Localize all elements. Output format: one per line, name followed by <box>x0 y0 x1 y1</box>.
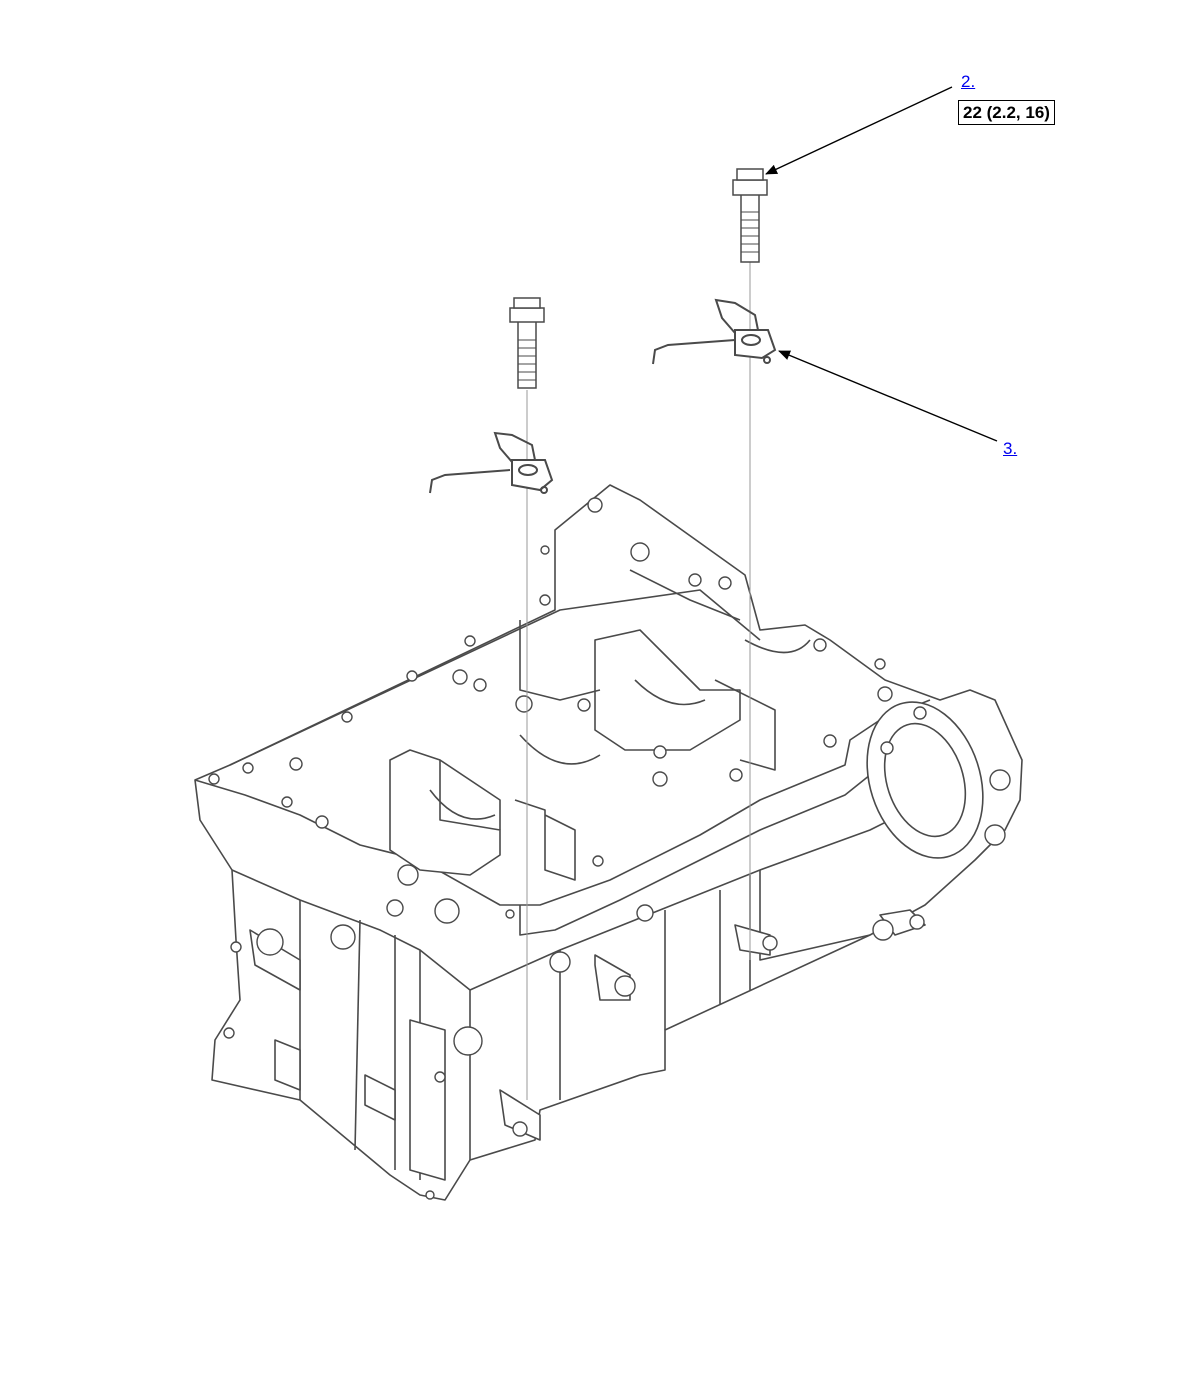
leader-line-oil-jet <box>778 350 998 442</box>
leader-lines <box>765 86 998 442</box>
callout-link-bolt[interactable]: 2. <box>961 72 976 91</box>
oil-jet-right <box>652 298 777 365</box>
leader-line-bolt <box>765 86 953 175</box>
cylinder-block <box>194 484 1023 1201</box>
alignment-lines <box>526 262 751 1100</box>
torque-spec-box: 22 (2.2, 16) <box>958 100 1055 125</box>
callout-link-oil-jet[interactable]: 3. <box>1003 439 1018 458</box>
bolt-right <box>732 168 768 263</box>
bolt-left <box>509 297 545 389</box>
oil-jet-left <box>429 431 554 494</box>
block-holes <box>208 497 1011 1200</box>
